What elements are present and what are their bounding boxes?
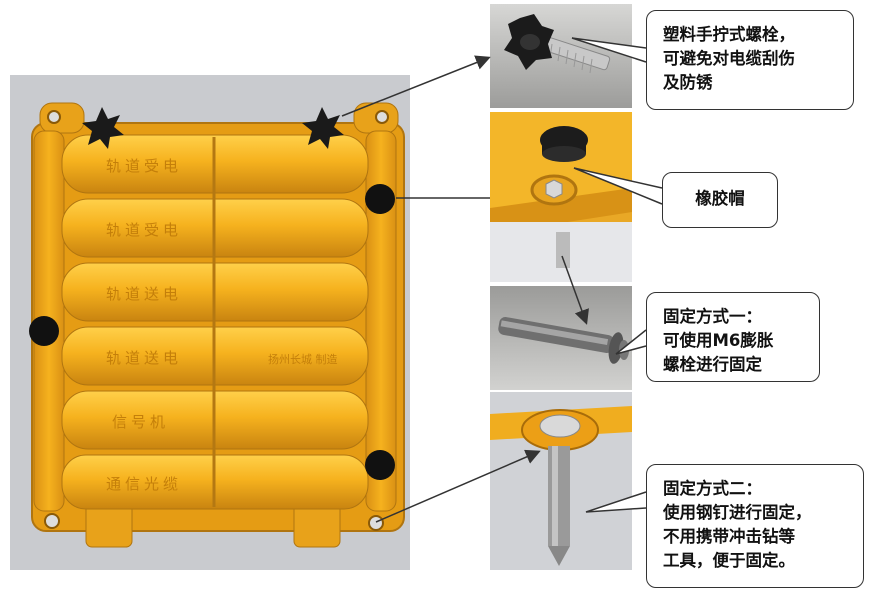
callout-rubber-cap: 橡胶帽 <box>662 172 778 228</box>
callout-plastic-knob-bolt: 塑料手拧式螺栓， 可避免对电缆刮伤 及防锈 <box>646 10 854 110</box>
row-label-6: 通信光缆 <box>106 475 182 493</box>
expansion-bolt-photo <box>490 286 632 390</box>
product-render: 轨道受电 轨道受电 轨道送电 轨道送电 信号机 通信光缆 扬州长城 制造 <box>10 75 410 570</box>
arrow-to-knob-photo <box>341 55 491 117</box>
cap-callout-pointer <box>573 167 663 205</box>
row-label-3: 轨道送电 <box>106 285 182 303</box>
callout-fixing-method-one: 固定方式一： 可使用M6膨胀 螺栓进行固定 <box>646 292 820 382</box>
rubber-cap-photo <box>490 112 632 282</box>
callout-cap-text: 橡胶帽 <box>695 189 745 208</box>
callout-fixing-method-two: 固定方式二： 使用钢钉进行固定， 不用携带冲击钻等 工具，便于固定。 <box>646 464 864 588</box>
callout-bolt-text: 固定方式一： 可使用M6膨胀 螺栓进行固定 <box>663 307 774 374</box>
callout-nail-text: 固定方式二： 使用钢钉进行固定， 不用携带冲击钻等 工具，便于固定。 <box>663 479 812 570</box>
arrow-to-nail-photo <box>375 449 541 523</box>
maker-label: 扬州长城 制造 <box>268 352 338 366</box>
steel-nail-photo <box>490 392 632 570</box>
row-label-5: 信号机 <box>112 413 169 431</box>
nail-callout-pointer <box>585 491 647 513</box>
knob-bolt-photo <box>490 4 632 108</box>
arrow-cap-to-bolt <box>561 255 589 325</box>
callout-knob-text: 塑料手拧式螺栓， 可避免对电缆刮伤 及防锈 <box>663 25 795 92</box>
bolt-callout-pointer <box>615 329 647 355</box>
row-label-4: 轨道送电 <box>106 349 182 367</box>
row-label-2: 轨道受电 <box>106 221 182 239</box>
row-label-1: 轨道受电 <box>106 157 182 175</box>
knob-callout-pointer <box>571 37 647 63</box>
